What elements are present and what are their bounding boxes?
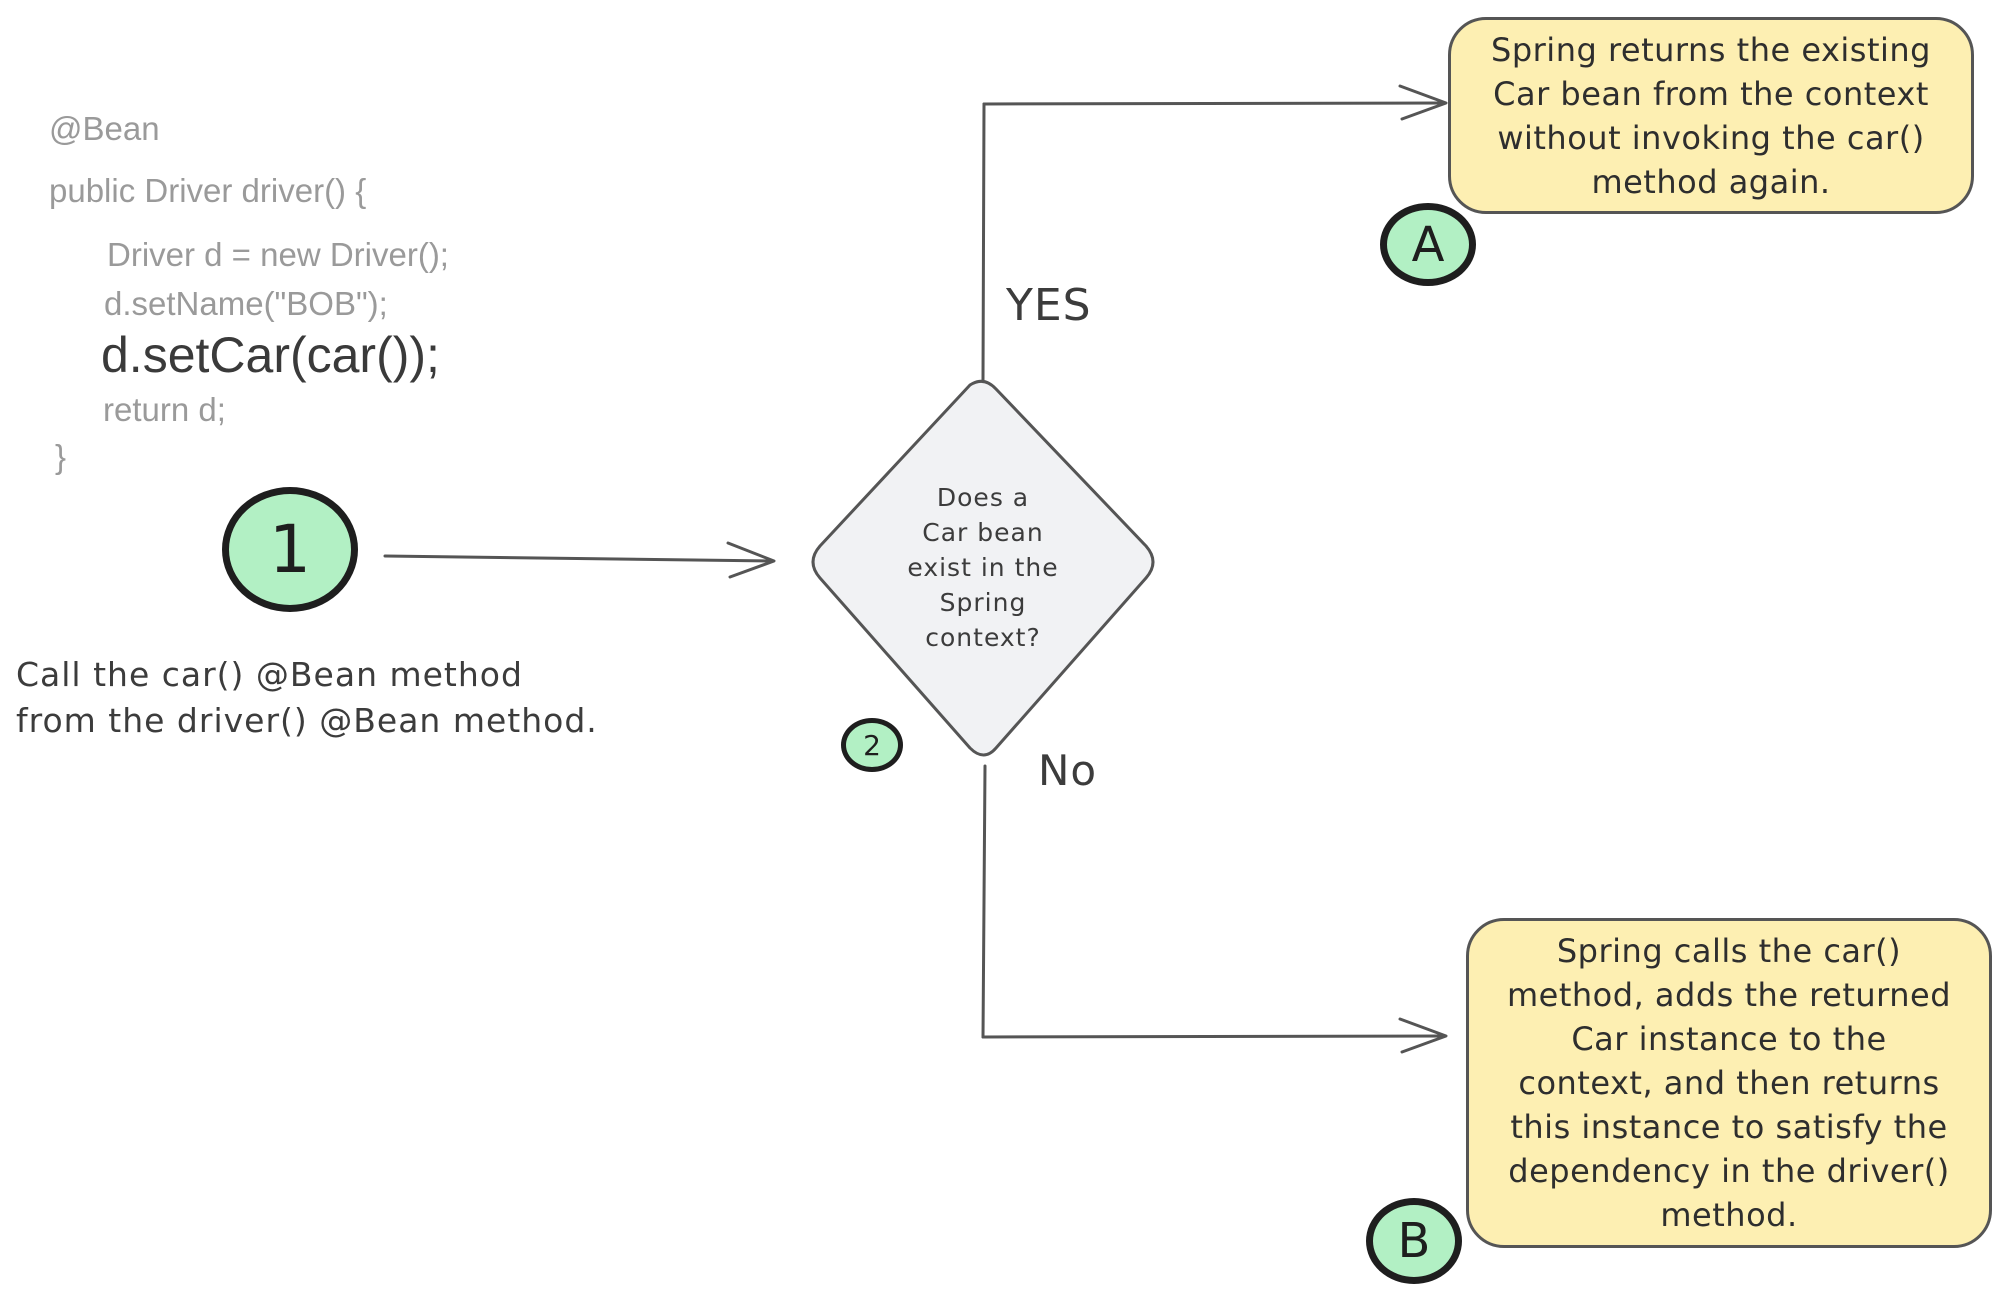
- yes-label: YES: [1006, 280, 1092, 331]
- outcome-b-line: method.: [1660, 1196, 1798, 1234]
- step-2-badge: 2: [841, 718, 903, 772]
- outcome-b-badge: B: [1366, 1198, 1462, 1284]
- no-label: No: [1038, 746, 1098, 795]
- outcome-b-line: method, adds the returned: [1506, 976, 1952, 1014]
- step-1-caption-line: Call the car() @Bean method: [16, 655, 523, 694]
- code-line-set-car: d.setCar(car());: [101, 327, 440, 383]
- decision-question-line: context?: [925, 623, 1041, 652]
- decision-question-line: Car bean: [922, 518, 1044, 547]
- outcome-a-line: method again.: [1591, 162, 1831, 201]
- outcome-b-line: dependency in the driver(): [1508, 1152, 1950, 1190]
- arrow-yes-branch: [981, 84, 1448, 382]
- decision-diamond: [811, 379, 1155, 757]
- outcome-a-note: Spring returns the existing Car bean fro…: [1448, 17, 1974, 214]
- step-1-badge: 1: [222, 487, 358, 612]
- decision-question-line: Spring: [939, 588, 1027, 617]
- code-line-annotation: @Bean: [49, 110, 160, 147]
- outcome-a-line: Spring returns the existing: [1491, 30, 1931, 69]
- outcome-b-line: this instance to satisfy the: [1510, 1108, 1948, 1146]
- step-1-caption-line: from the driver() @Bean method.: [16, 701, 598, 740]
- outcome-a-badge: A: [1380, 203, 1476, 286]
- code-line-new-driver: Driver d = new Driver();: [107, 236, 449, 273]
- decision-question-line: exist in the: [907, 553, 1059, 582]
- step-1-caption: Call the car() @Bean method from the dri…: [16, 652, 598, 744]
- code-line-signature: public Driver driver() {: [49, 172, 367, 209]
- decision-question: Does a Car bean exist in the Spring cont…: [870, 480, 1096, 655]
- arrow-step1-to-decision: [383, 541, 776, 579]
- code-line-return: return d;: [103, 391, 226, 428]
- outcome-a-line: Car bean from the context: [1493, 74, 1929, 113]
- code-line-set-name: d.setName("BOB");: [104, 285, 388, 322]
- outcome-b-line: context, and then returns: [1518, 1064, 1940, 1102]
- outcome-b-note: Spring calls the car() method, adds the …: [1466, 918, 1992, 1248]
- decision-question-line: Does a: [936, 483, 1030, 512]
- outcome-b-line: Spring calls the car(): [1556, 932, 1902, 970]
- outcome-a-line: without invoking the car(): [1497, 118, 1925, 157]
- code-line-close-brace: }: [55, 438, 67, 475]
- arrow-no-branch: [981, 764, 1448, 1054]
- outcome-b-line: Car instance to the: [1571, 1020, 1887, 1058]
